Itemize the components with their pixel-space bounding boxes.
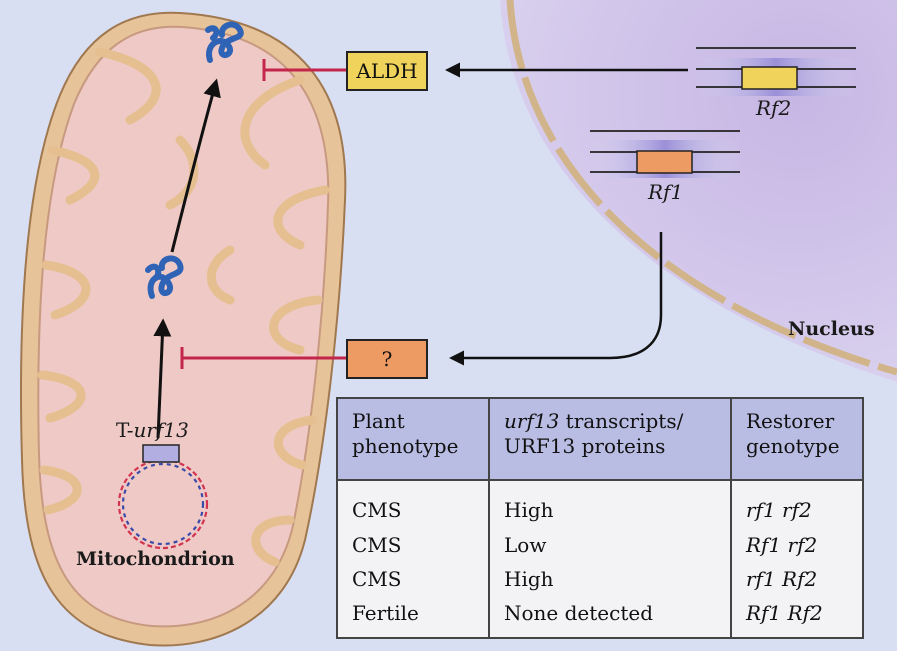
genotype-cell: Rf1 rf2 <box>730 527 864 563</box>
table-row: CMS Low Rf1 rf2 <box>336 527 864 563</box>
header-urf13-transcripts: urf13 transcripts/URF13 proteins <box>488 397 732 481</box>
mitochondrion <box>19 11 347 647</box>
genotype-cell: rf1 rf2 <box>730 480 864 528</box>
aldh-box: ALDH <box>346 51 428 91</box>
translation-arrow <box>153 318 172 439</box>
unknown-inhibition <box>180 347 346 369</box>
rf1-gene <box>590 130 740 178</box>
table-row: CMS High rf1 Rf2 <box>336 562 864 597</box>
t-urf13-gene-name: urf13 <box>133 418 189 442</box>
protein-icon <box>205 21 244 63</box>
t-urf13-gene-box <box>142 444 180 463</box>
nucleus-label: Nucleus <box>788 318 875 340</box>
phenotype-cell: CMS <box>336 527 490 563</box>
aldh-inhibition <box>262 59 346 81</box>
transcripts-cell: High <box>488 480 732 528</box>
phenotype-cell: Fertile <box>336 596 490 639</box>
t-urf13-prefix: T- <box>116 418 134 442</box>
unknown-factor-box: ? <box>346 339 428 379</box>
protein-icon <box>145 255 184 299</box>
mitochondrion-label: Mitochondrion <box>76 548 235 570</box>
mitochondrial-dna <box>117 444 209 550</box>
transport-arrow <box>170 78 221 253</box>
cristae <box>37 47 330 567</box>
t-urf13-label: T-urf13 <box>116 418 189 442</box>
transcripts-cell: High <box>488 562 732 597</box>
table-row: Fertile None detected Rf1 Rf2 <box>336 596 864 639</box>
rf2-gene-box <box>741 66 798 90</box>
transcripts-cell: None detected <box>488 596 732 639</box>
genotype-cell: Rf1 Rf2 <box>730 596 864 639</box>
table-row: CMS High rf1 rf2 <box>336 480 864 528</box>
phenotype-cell: CMS <box>336 562 490 597</box>
rf1-product-arrow <box>449 232 663 366</box>
phenotype-cell: CMS <box>336 480 490 528</box>
genotype-cell: rf1 Rf2 <box>730 562 864 597</box>
rf1-label: Rf1 <box>648 180 684 204</box>
rf2-label: Rf2 <box>756 96 792 120</box>
rf1-gene-box <box>636 150 693 174</box>
rf2-gene <box>696 47 856 96</box>
transcripts-cell: Low <box>488 527 732 563</box>
